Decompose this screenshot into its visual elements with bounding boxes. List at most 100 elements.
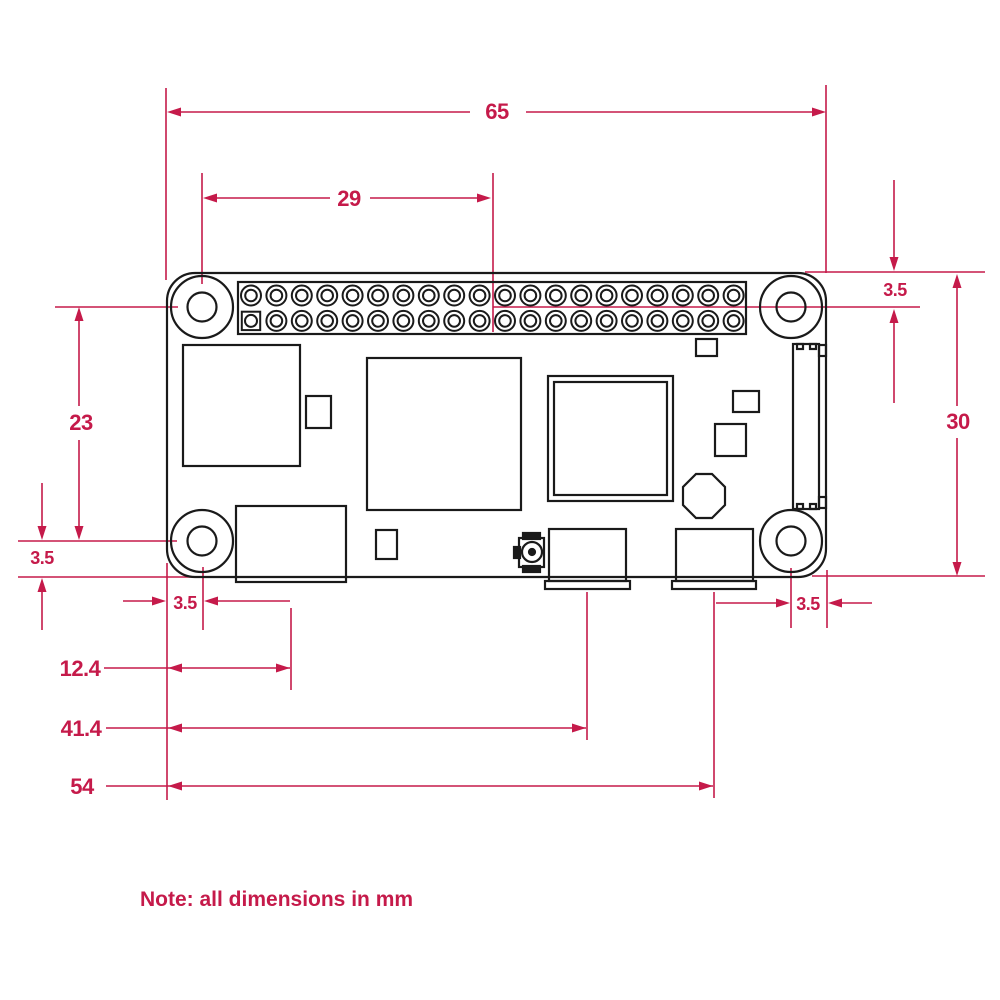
arrow-29-left xyxy=(203,193,217,203)
arrow-124-right xyxy=(276,663,290,673)
gpio-pin-hole xyxy=(523,314,538,328)
arrow-35tr-down xyxy=(889,257,899,271)
soc-chip xyxy=(365,356,523,512)
gpio-pin-hole xyxy=(345,314,360,328)
gpio-pin-hole xyxy=(269,288,284,303)
dim-label-3p5-bottom-right: 3.5 xyxy=(796,594,820,614)
hole-drill xyxy=(186,291,218,323)
gpio-pin-pad xyxy=(443,309,466,332)
gpio-pin-pad xyxy=(570,309,593,332)
gpio-pin-hole xyxy=(472,314,487,328)
dimension-labels: 65 29 3.5 30 23 3.5 3.5 12.4 41.4 54 3.5… xyxy=(30,99,970,911)
small-component-b xyxy=(731,389,761,414)
gpio-pin-pad xyxy=(468,284,491,307)
gpio-pin-hole xyxy=(295,288,309,303)
gpio-pin-pad xyxy=(392,284,415,307)
gpio-pin-pad xyxy=(240,284,262,307)
dim-label-65: 65 xyxy=(485,99,509,124)
gpio-pin1-square-pad xyxy=(240,310,262,332)
usb-power-body xyxy=(674,527,755,583)
csi-body xyxy=(791,342,821,511)
gpio-pin-hole xyxy=(320,288,335,303)
gpio-pin-hole xyxy=(549,288,563,303)
dim-label-12p4: 12.4 xyxy=(60,656,102,681)
gpio-pin-pad xyxy=(595,309,618,332)
gpio-pin-hole xyxy=(523,288,538,303)
csi-notch-bottom-right xyxy=(808,502,818,511)
small-component-a xyxy=(694,337,719,358)
gpio-pin-pad xyxy=(671,309,694,332)
gpio-pin-hole xyxy=(320,314,335,328)
gpio-pin-pad xyxy=(468,309,491,332)
gpio-pin-pad xyxy=(316,284,339,307)
arrow-23-down xyxy=(74,526,84,540)
gpio-pin-hole xyxy=(244,313,258,328)
dim-label-30: 30 xyxy=(946,409,970,434)
mounting-hole-top-left xyxy=(169,274,235,340)
gpio-pin-hole xyxy=(599,288,614,303)
dim-label-41p4: 41.4 xyxy=(61,716,103,741)
gpio-pin-hole xyxy=(650,288,665,303)
dim-label-3p5-left: 3.5 xyxy=(30,548,54,568)
octagon-component xyxy=(681,472,727,520)
wireless-module-shield xyxy=(552,380,669,497)
arrow-65-left xyxy=(167,107,181,117)
gpio-pin-pad xyxy=(671,284,694,307)
gpio-pin-hole xyxy=(269,314,284,328)
gpio-pin-hole xyxy=(650,314,665,328)
note-text: Note: all dimensions in mm xyxy=(140,888,413,911)
gpio-pin-pad xyxy=(646,284,669,307)
csi-connector xyxy=(791,342,828,511)
usb-power-lip xyxy=(670,579,758,591)
arrow-35l-up xyxy=(37,578,47,592)
gpio-pin-pad xyxy=(341,284,364,307)
arrow-65-right xyxy=(812,107,826,117)
gpio-pin-pad xyxy=(290,309,313,332)
gpio-pin-hole xyxy=(574,288,589,303)
mounting-hole-bottom-right xyxy=(758,508,824,574)
gpio-pin-hole xyxy=(447,288,462,303)
arrow-35br-left xyxy=(828,598,842,608)
gpio-pin-pad xyxy=(265,284,288,307)
usb-data-port xyxy=(543,527,632,591)
ufl-tab-left xyxy=(512,545,522,560)
gpio-pin-pad xyxy=(519,284,542,307)
gpio-pin-pad xyxy=(621,309,643,332)
gpio-pin-hole xyxy=(625,288,639,303)
gpio-pin-hole xyxy=(549,314,563,328)
gpio-pin-hole xyxy=(396,288,411,303)
ufl-ring xyxy=(520,540,544,564)
hole-pad xyxy=(758,274,824,340)
gpio-pin-pad xyxy=(392,309,415,332)
gpio-pin-pad xyxy=(316,309,339,332)
dim-label-3p5-top-right: 3.5 xyxy=(883,280,907,300)
gpio-pin-pad xyxy=(544,309,567,332)
hole-pad xyxy=(758,508,824,574)
gpio-pin-hole xyxy=(345,288,360,303)
dim-label-54: 54 xyxy=(70,774,95,799)
gpio-pin-pad xyxy=(494,309,516,332)
gpio-pin-pad xyxy=(417,284,440,307)
gpio-pin-hole xyxy=(676,288,690,303)
arrow-54-left xyxy=(168,781,182,791)
gpio-pin-hole xyxy=(676,314,690,328)
gpio-pin-hole xyxy=(574,314,589,328)
dim-label-29: 29 xyxy=(337,186,361,211)
ufl-antenna-connector xyxy=(512,531,546,574)
gpio-pin-pad xyxy=(595,284,618,307)
gpio-pin-pad xyxy=(697,309,720,332)
arrow-30-up xyxy=(952,274,962,288)
gpio-pin-hole xyxy=(625,314,639,328)
ufl-tab-bottom xyxy=(521,564,542,574)
csi-notch-bottom-left xyxy=(795,502,805,511)
arrow-414-left xyxy=(168,723,182,733)
gpio-pin-pad xyxy=(443,284,466,307)
ufl-tab-top xyxy=(521,531,542,541)
arrow-35l-down xyxy=(37,526,47,540)
arrow-35br-right xyxy=(776,598,790,608)
mounting-hole-bottom-left xyxy=(169,508,235,574)
board-linework xyxy=(165,271,828,591)
gpio-pin-hole xyxy=(371,288,385,303)
